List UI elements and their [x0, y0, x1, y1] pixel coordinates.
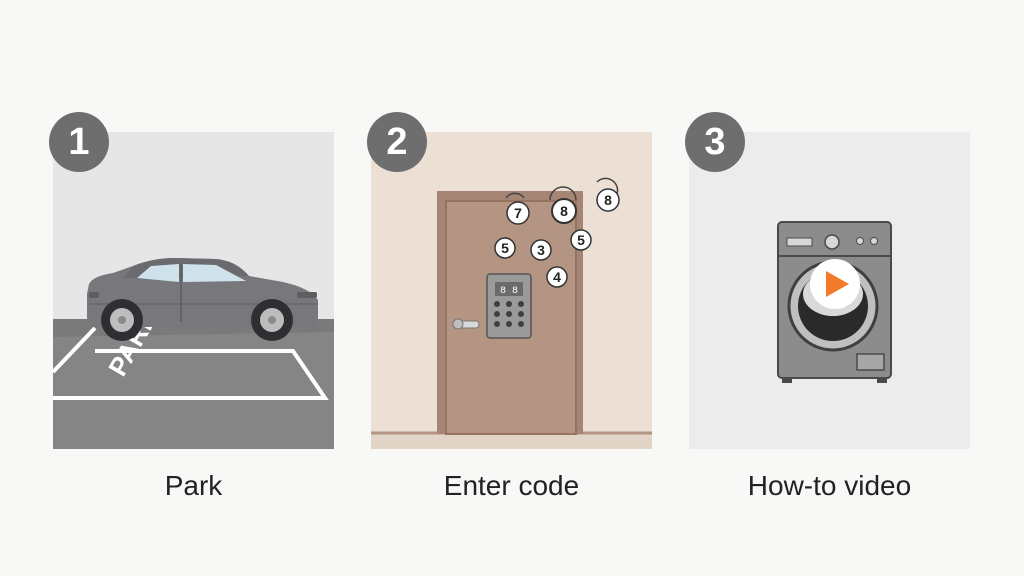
- digit-bubble: 7: [506, 201, 530, 225]
- play-icon[interactable]: [810, 259, 860, 309]
- digit-label: 4: [553, 269, 561, 285]
- step-caption: Park: [164, 470, 223, 501]
- digit-label: 7: [514, 205, 522, 221]
- step-number-badge: 1: [49, 112, 109, 172]
- park-illustration: PARK: [53, 132, 334, 449]
- car-icon: [87, 258, 318, 341]
- step-number-badge: 2: [367, 112, 427, 172]
- keypad-icon: 8 8: [486, 273, 532, 339]
- door-keypad-illustration: 8 8 7 8 8: [371, 132, 652, 449]
- step-number-badge: 3: [685, 112, 745, 172]
- digit-label: 8: [560, 203, 568, 219]
- digit-bubble: 8: [596, 188, 620, 212]
- digit-label: 8: [604, 192, 612, 208]
- digit-bubble: 8: [551, 198, 577, 224]
- digit-bubble: 5: [570, 229, 592, 251]
- digit-bubble: 3: [530, 239, 552, 261]
- washer-video-illustration: [689, 132, 970, 449]
- step-caption: Enter code: [443, 470, 580, 501]
- keypad-display: 8 8: [500, 286, 518, 297]
- digit-bubble: 4: [546, 266, 568, 288]
- digit-label: 5: [577, 232, 585, 248]
- digit-bubble: 5: [494, 237, 516, 259]
- step-caption: How-to video: [747, 470, 912, 501]
- digit-label: 5: [501, 240, 509, 256]
- digit-label: 3: [537, 242, 545, 258]
